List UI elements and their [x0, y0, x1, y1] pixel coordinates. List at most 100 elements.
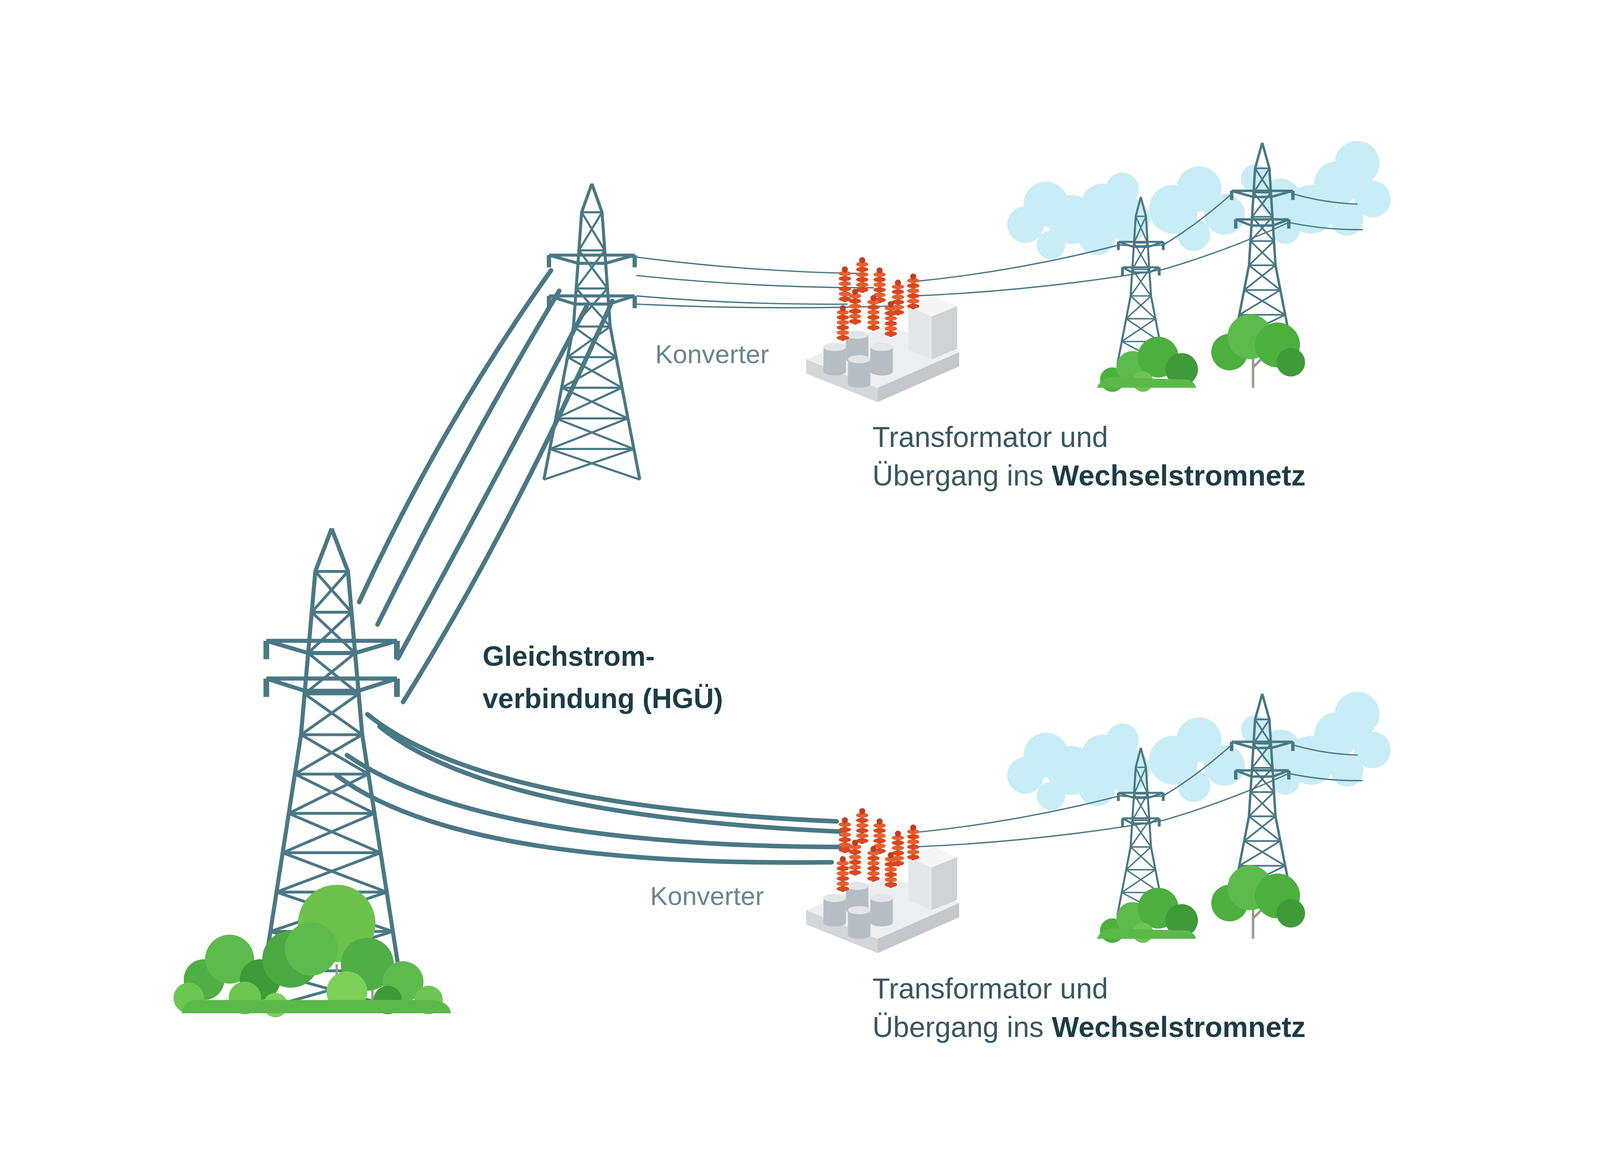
cloud [1006, 140, 1391, 260]
pylon-bracing [543, 212, 640, 480]
insulator-disc [838, 286, 852, 292]
cylinder [847, 930, 871, 939]
insulator-disc [867, 871, 880, 877]
insulator-disc [907, 283, 920, 289]
pylon-leg [1117, 196, 1141, 365]
insulator-disc [836, 866, 850, 872]
ac-line [913, 795, 1120, 833]
insulator-disc [849, 869, 862, 875]
insulator [1161, 241, 1165, 250]
pylon-arm [1231, 742, 1294, 748]
insulator-disc [891, 294, 905, 300]
insulator-disc [849, 303, 862, 309]
insulator-disc [867, 314, 880, 320]
insulator-disc [884, 331, 897, 337]
cloud [1006, 692, 1391, 811]
cylinder [870, 918, 893, 927]
insulator [394, 640, 400, 660]
insulator-disc [838, 275, 852, 282]
hvdc-line [347, 755, 847, 847]
insulator-disc [867, 304, 880, 310]
insulator [632, 295, 637, 309]
insulator-disc [836, 335, 850, 341]
insulator-disc [873, 838, 886, 844]
ac-grid-label-box: Wechselstromnetz [1051, 1007, 1306, 1047]
ac-grid-label-box: Wechselstromnetz [1051, 456, 1306, 495]
insulator-cap [876, 267, 883, 274]
insulator-disc [884, 871, 897, 878]
pylon [543, 183, 640, 480]
ground [1097, 928, 1197, 939]
insulator-disc [838, 827, 852, 833]
converter-station [805, 257, 960, 403]
insulator-disc [907, 298, 920, 304]
insulator [1287, 219, 1291, 229]
insulator-cap [910, 824, 916, 831]
cylinder [847, 906, 871, 915]
ac-line [1288, 773, 1363, 781]
insulator-disc [884, 861, 897, 867]
ac-line [636, 275, 874, 288]
insulator-cap [859, 808, 866, 814]
insulator-disc [856, 823, 869, 829]
ground [1097, 377, 1197, 388]
pylon-arm [548, 255, 635, 264]
ac-line [1163, 744, 1232, 797]
insulator-disc [891, 840, 905, 846]
insulator-disc [873, 277, 886, 283]
pylon-arm [1118, 792, 1164, 798]
cloud-puff [1334, 140, 1380, 186]
ac-line [1292, 193, 1358, 205]
tree-crown [1276, 347, 1306, 377]
insulator-disc [849, 859, 862, 865]
hvdc-line [379, 726, 842, 832]
insulator [263, 678, 270, 697]
ac-line [1163, 222, 1289, 270]
insulator-disc [849, 854, 862, 860]
insulator-disc [849, 849, 862, 855]
insulator-disc [856, 272, 869, 278]
insulator-cap [852, 288, 858, 295]
insulator-cap [839, 305, 846, 312]
pylon-arm [1122, 818, 1160, 824]
pylon-arm [1235, 219, 1289, 226]
tree-crown [284, 922, 338, 976]
insulator-disc [836, 314, 850, 320]
insulator-disc [838, 281, 852, 287]
converter-label: Konverter [655, 338, 770, 370]
cloud-puff [1330, 754, 1364, 787]
ac-line [1163, 193, 1232, 246]
insulator-disc [907, 303, 920, 309]
insulator [1157, 267, 1161, 276]
insulator-disc [867, 309, 880, 315]
insulator [1291, 742, 1295, 752]
power-lines [336, 193, 1363, 863]
insulator-disc [856, 828, 869, 834]
insulator-disc [849, 319, 862, 325]
hvdc-label-box: Gleichstrom- verbindung (HGÜ) [482, 634, 761, 720]
cylinder [823, 367, 846, 376]
insulator-disc [907, 288, 920, 294]
insulator [394, 678, 400, 697]
hvdc-label: Gleichstrom- verbindung (HGÜ) [482, 634, 761, 720]
insulator-disc [849, 314, 862, 320]
tree-group [1097, 314, 1306, 392]
insulator-disc [856, 282, 869, 288]
insulator-cap [887, 300, 894, 307]
insulator-disc [873, 287, 886, 293]
tree-group [1097, 865, 1306, 943]
ac-line [1119, 795, 1164, 797]
insulator-disc [856, 267, 869, 273]
insulator-disc [884, 315, 897, 321]
insulator-disc [884, 882, 897, 888]
insulator [546, 295, 552, 309]
pylon-arm [1118, 241, 1164, 247]
ac-line [636, 295, 847, 305]
cloud-puff [1177, 218, 1211, 252]
insulator-disc [891, 289, 905, 295]
insulator-disc [836, 330, 850, 336]
pylon-arm [266, 640, 398, 654]
ac-line [1292, 744, 1358, 756]
